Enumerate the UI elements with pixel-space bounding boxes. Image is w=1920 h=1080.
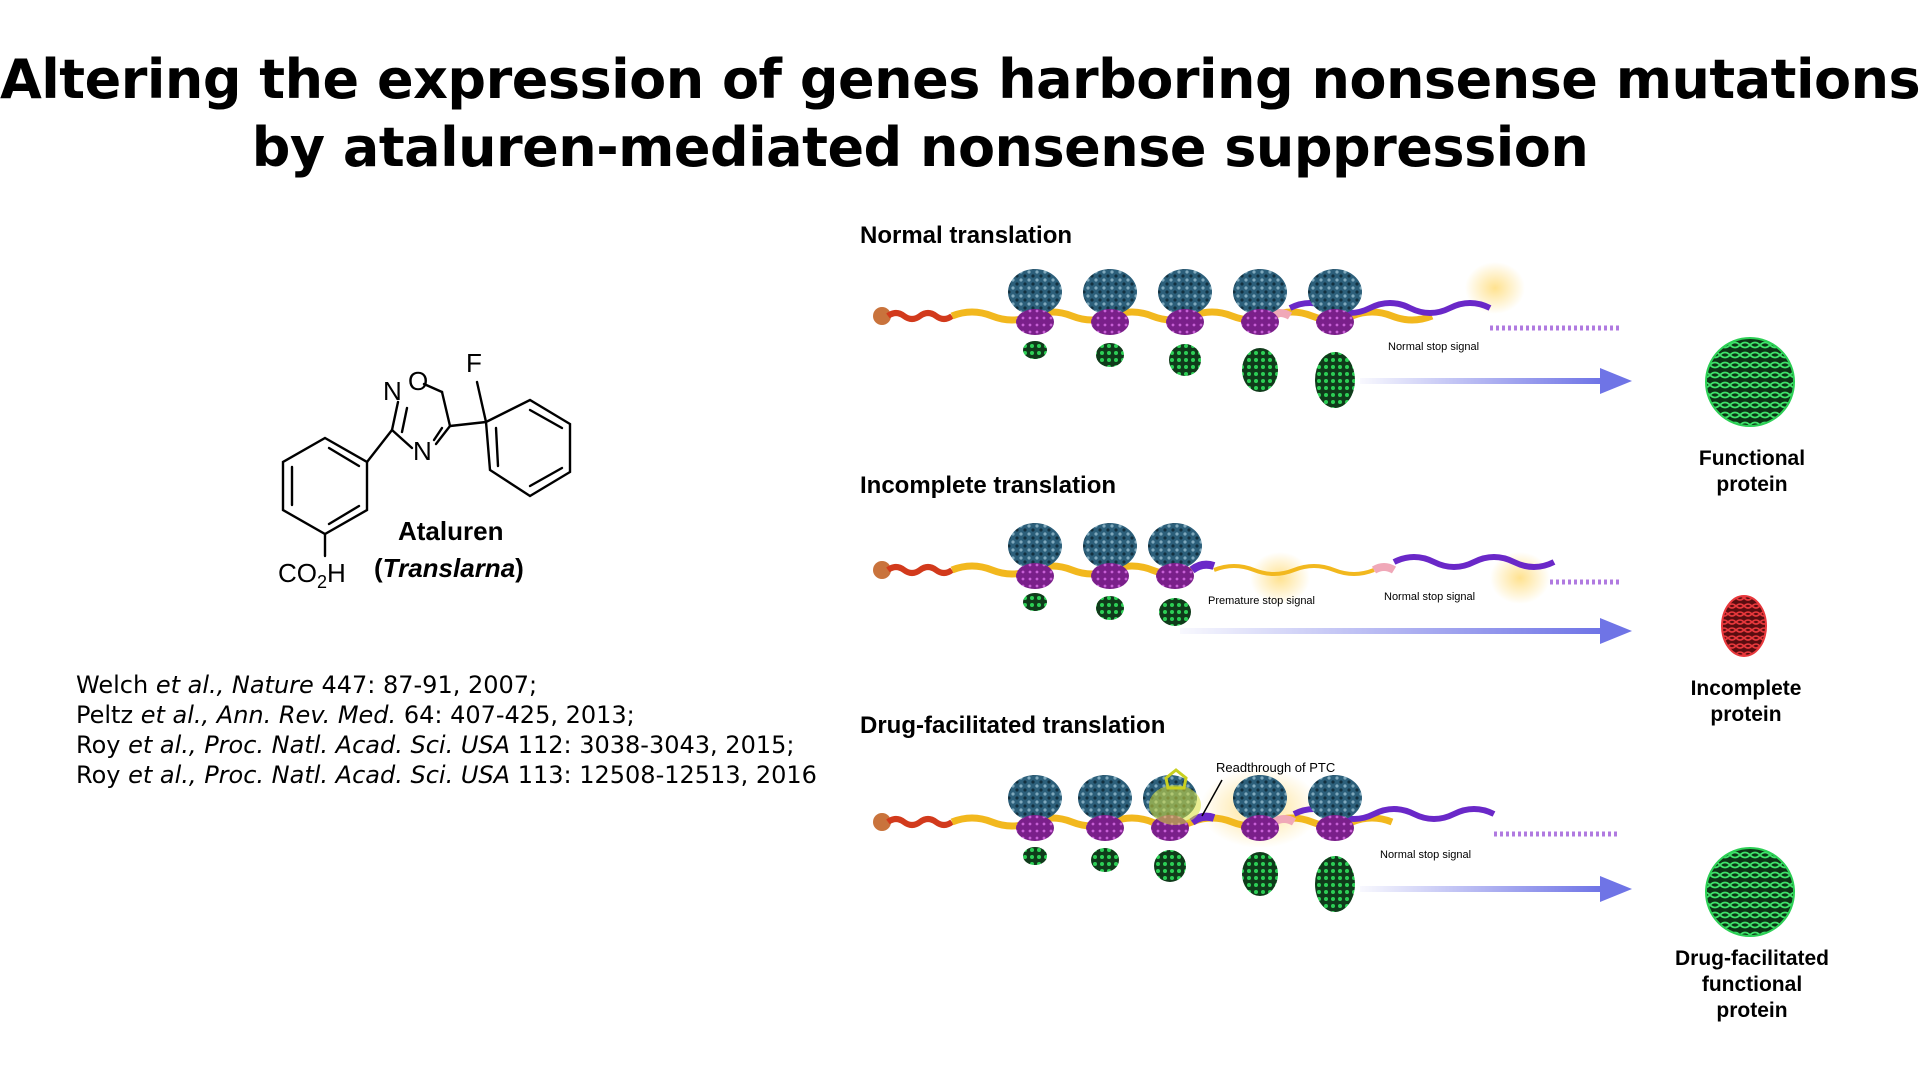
reference-2: Peltz et al., Ann. Rev. Med. 64: 407-425… xyxy=(76,701,635,729)
atom-nitrogen-2: N xyxy=(413,436,432,466)
readthrough-label: Readthrough of PTC xyxy=(1216,760,1335,775)
slide-title: Altering the expression of genes harbori… xyxy=(0,46,1920,182)
reference-1: Welch et al., Nature 447: 87-91, 2007; xyxy=(76,671,538,699)
incomplete-protein-icon xyxy=(1721,595,1767,657)
atom-fluorine: F xyxy=(466,348,482,378)
peptides-incomplete xyxy=(1023,593,1191,626)
translation-diagram: Normal translation Incomplete translatio… xyxy=(840,210,1880,1040)
mrna-incomplete xyxy=(873,552,1620,604)
stop-signal-label-incomplete: Normal stop signal xyxy=(1384,591,1475,603)
ataluren-structure: F N O N CO2H Ataluren (Translarna) xyxy=(278,348,572,590)
drug-name: Ataluren xyxy=(398,516,503,546)
reference-4: Roy et al., Proc. Natl. Acad. Sci. USA 1… xyxy=(76,761,817,789)
functional-protein-icon xyxy=(1705,337,1795,427)
panel-heading-incomplete: Incomplete translation xyxy=(860,472,1117,499)
peptides-normal xyxy=(1023,341,1355,408)
atom-nitrogen-1: N xyxy=(383,376,402,406)
translation-artwork: Normal stop signal xyxy=(873,262,1795,937)
protein-label-incomplete: Incomplete protein xyxy=(1690,677,1802,726)
fluorophenyl-ring xyxy=(484,398,572,498)
drug-molecule-icon xyxy=(1149,768,1201,825)
drug-brand-name: (Translarna) xyxy=(374,553,524,583)
ribosomes-incomplete xyxy=(1008,523,1202,589)
protein-label-drug-facilitated: Drug-facilitated functional protein xyxy=(1674,947,1829,1022)
stop-signal-label-drug: Normal stop signal xyxy=(1380,849,1471,861)
panel-heading-drug: Drug-facilitated translation xyxy=(860,712,1166,739)
references-list: Welch et al., Nature 447: 87-91, 2007; P… xyxy=(76,670,817,790)
arrow-normal xyxy=(1360,368,1632,394)
peptides-drug xyxy=(1023,847,1355,912)
drug-facilitated-protein-icon xyxy=(1705,847,1795,937)
panel-heading-normal: Normal translation xyxy=(860,222,1073,249)
arrow-drug xyxy=(1360,876,1632,902)
readthrough-pointer xyxy=(1201,779,1223,817)
stop-signal-label-normal: Normal stop signal xyxy=(1388,341,1479,353)
premature-stop-label: Premature stop signal xyxy=(1208,595,1315,607)
title-line-2: by ataluren-mediated nonsense suppressio… xyxy=(251,116,1589,179)
reference-3: Roy et al., Proc. Natl. Acad. Sci. USA 1… xyxy=(76,731,795,759)
carboxylic-acid-label: CO2H xyxy=(278,558,346,590)
arrow-incomplete xyxy=(1180,618,1632,644)
protein-label-functional: Functional protein xyxy=(1698,447,1806,496)
title-line-1: Altering the expression of genes harbori… xyxy=(0,48,1920,111)
benzoic-ring xyxy=(281,436,369,536)
atom-oxygen: O xyxy=(408,366,428,396)
